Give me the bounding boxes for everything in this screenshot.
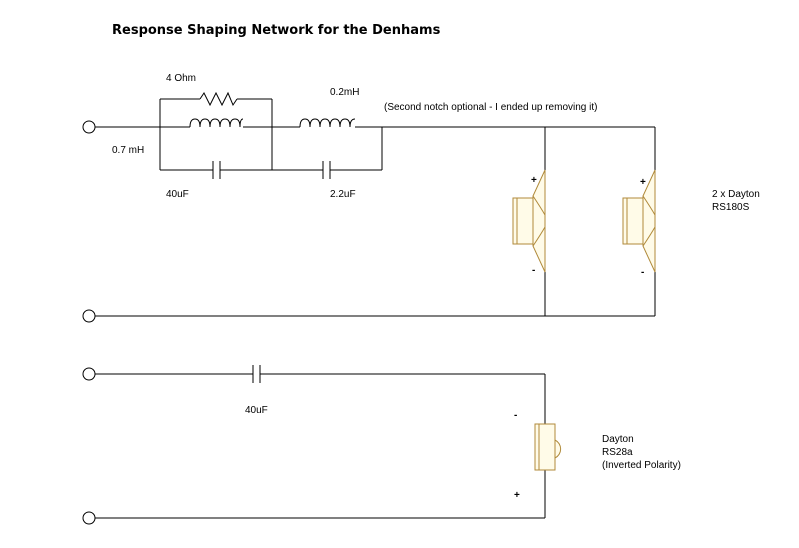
tweeter-label-line2: RS28a: [602, 447, 633, 458]
inductor-notch2-label: 0.2mH: [330, 87, 359, 98]
woofer-label-line1: 2 x Dayton: [712, 189, 760, 200]
capacitor-40uf-woofer: [212, 161, 221, 179]
woofer-wiring: [95, 98, 656, 317]
diagram-title: Response Shaping Network for the Denhams: [112, 23, 441, 38]
woofer-speaker-1: [512, 157, 546, 285]
woofer-speaker-2: [622, 157, 656, 285]
tweeter-input-terminal-negative: [82, 511, 96, 525]
inductor-parallel-label: 0.7 mH: [112, 145, 144, 156]
woofer2-minus-mark: -: [641, 267, 644, 278]
tweeter-input-terminal-positive: [82, 367, 96, 381]
inductor-0-2mh: [299, 118, 356, 128]
tweeter-label-line1: Dayton: [602, 434, 634, 445]
cap-parallel-label: 40uF: [166, 189, 189, 200]
woofer1-minus-mark: -: [532, 265, 535, 276]
cap-notch2-label: 2.2uF: [330, 189, 356, 200]
capacitor-2-2uf: [322, 161, 331, 179]
woofer-input-terminal-positive: [82, 120, 96, 134]
woofer2-plus-mark: +: [640, 177, 646, 188]
woofer1-plus-mark: +: [531, 175, 537, 186]
capacitor-40uf-tweeter: [252, 365, 261, 383]
notch2-note: (Second notch optional - I ended up remo…: [384, 102, 597, 113]
resistor-4-ohm: [199, 91, 238, 107]
tweeter-speaker: [534, 398, 562, 488]
tweeter-cap-label: 40uF: [245, 405, 268, 416]
inductor-0-7mh: [189, 118, 244, 128]
tweeter-wiring: [95, 373, 546, 519]
tweeter-minus-mark: -: [514, 410, 517, 421]
resistor-label: 4 Ohm: [166, 73, 196, 84]
woofer-label-line2: RS180S: [712, 202, 750, 213]
tweeter-label-line3: (Inverted Polarity): [602, 460, 681, 471]
woofer-input-terminal-negative: [82, 309, 96, 323]
tweeter-plus-mark: +: [514, 490, 520, 501]
